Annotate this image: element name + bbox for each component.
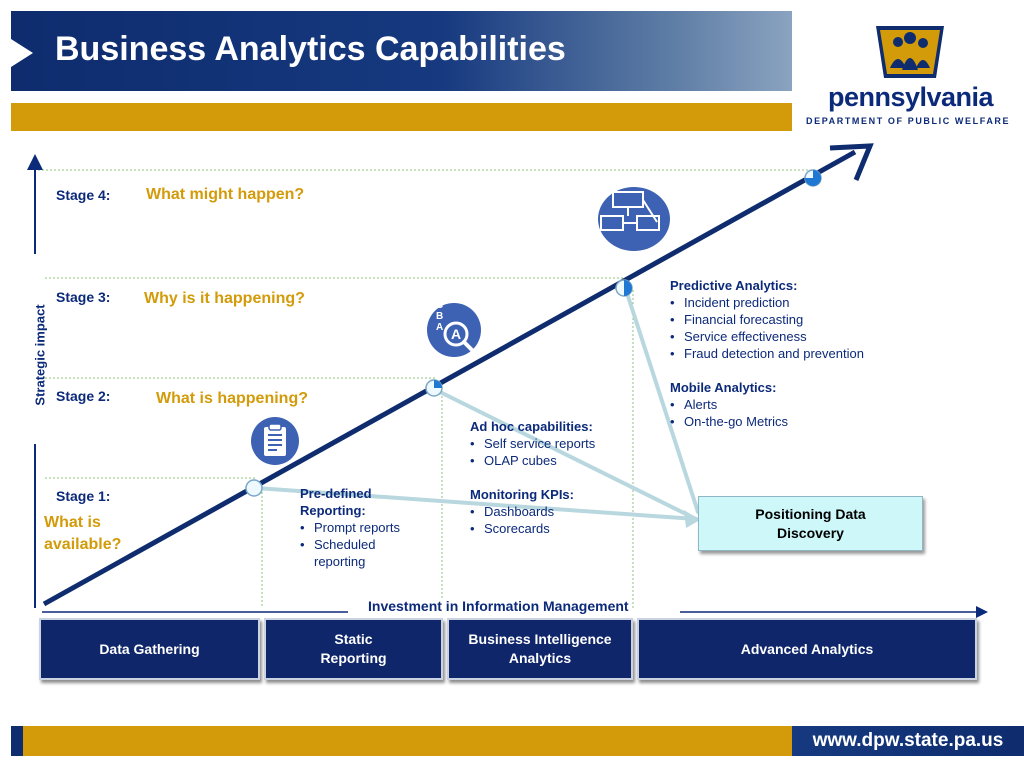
stage-2-question: What is happening? [156,390,308,407]
title-bar [11,11,792,91]
stage-3-label: Stage 3: [56,289,111,305]
stage-4-question: What might happen? [146,186,305,203]
list-item: Self service reports [470,435,640,452]
abc-analysis-icon: A C B A [426,296,486,357]
trend-line [42,149,857,607]
trend-arrowhead [829,143,874,181]
adhoc-kpi-list: Ad hoc capabilities: Self service report… [470,418,640,537]
stage-1-question: What is available? [44,514,122,553]
category-data-gathering: Data Gathering [39,618,260,680]
list-item: Financial forecasting [670,311,910,328]
stage-1-label: Stage 1: [56,488,111,504]
predictive-mobile-list: Predictive Analytics: Incident predictio… [670,277,910,430]
stage-markers [245,169,822,497]
list-item: Scorecards [470,520,640,537]
predefined-reporting-list: Pre-defined Reporting: Prompt reports Sc… [300,485,420,570]
svg-text:A: A [451,326,461,342]
list-item: On-the-go Metrics [670,413,910,430]
category-advanced-analytics: Advanced Analytics [637,618,977,680]
list-item: Prompt reports [300,519,420,536]
dept-name: pennsylvania [828,82,994,112]
list-item: OLAP cubes [470,452,640,469]
stage-4-label: Stage 4: [56,187,111,203]
stage-2-label: Stage 2: [56,388,111,404]
list-item: Service effectiveness [670,328,910,345]
list-item: Dashboards [470,503,640,520]
positioning-data-discovery-box: Positioning Data Discovery [698,496,923,551]
cba-letters: C B A [436,300,444,333]
stage-gridlines [38,169,812,608]
keystone-logo-icon [876,26,944,78]
flowchart-icon [598,187,670,251]
list-item: Alerts [670,396,910,413]
x-axis-label: Investment in Information Management [368,598,629,614]
page-title: Business Analytics Capabilities [55,30,566,68]
clipboard-icon [251,417,299,465]
list-item: Scheduled reporting [300,536,420,570]
dept-subtitle: DEPARTMENT OF PUBLIC WELFARE [806,116,1011,126]
list-item: Incident prediction [670,294,910,311]
stage-3-question: Why is it happening? [144,290,305,307]
gold-bar [11,103,792,131]
chevron-right-icon [11,39,33,67]
list-item: Fraud detection and prevention [670,345,910,362]
y-axis-label: Strategic impact [32,304,48,406]
footer-bar [11,726,792,756]
footer-url: www.dpw.state.pa.us [792,726,1024,756]
